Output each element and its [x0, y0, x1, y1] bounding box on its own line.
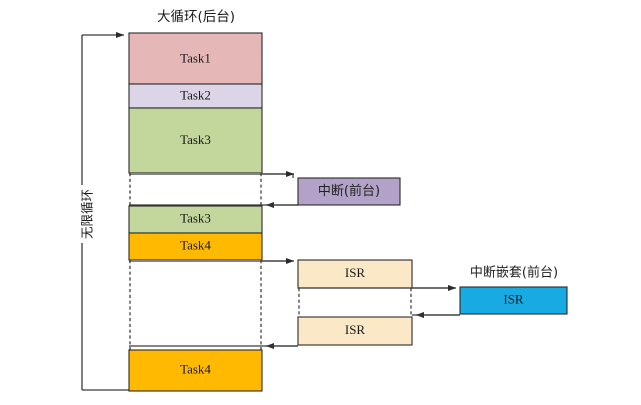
task2-label: Task2	[180, 87, 211, 102]
background-task-column: Task1 Task2 Task3 Task3 Task4 Task4	[128, 32, 263, 392]
isr-label-first: ISR	[345, 265, 366, 280]
task2-block[interactable]	[128, 83, 263, 109]
task4-label-second: Task4	[180, 361, 211, 376]
task3-label-second: Task3	[180, 210, 211, 225]
idle-gap-first	[129, 173, 262, 206]
interrupt-block-label: 中断(前台)	[318, 183, 380, 199]
title-background-loop: 大循环(后台)	[157, 9, 235, 25]
nested-isr-flow: ISR	[298, 284, 568, 319]
label-infinite-loop: 无限循环	[80, 189, 95, 239]
task4-label-first: Task4	[180, 237, 211, 252]
task1-label: Task1	[180, 50, 211, 65]
isr-nested-block[interactable]	[459, 286, 568, 315]
isr-nested-label: ISR	[503, 291, 524, 306]
isr-label-second: ISR	[345, 322, 366, 337]
vertical-label-backdrop	[78, 185, 98, 243]
isr-block-second[interactable]	[297, 316, 413, 346]
label-nested-interrupt-foreground: 中断嵌套(前台)	[470, 265, 558, 281]
task3-label-first: Task3	[180, 132, 211, 147]
task4-block-second[interactable]	[128, 349, 263, 392]
label-infinite-loop-group: 无限循环	[78, 185, 98, 243]
interrupt-block[interactable]	[297, 177, 401, 206]
interrupt-flow: 中断(前台)	[129, 170, 401, 209]
task1-block[interactable]	[128, 32, 263, 85]
idle-gap-second	[129, 260, 262, 350]
